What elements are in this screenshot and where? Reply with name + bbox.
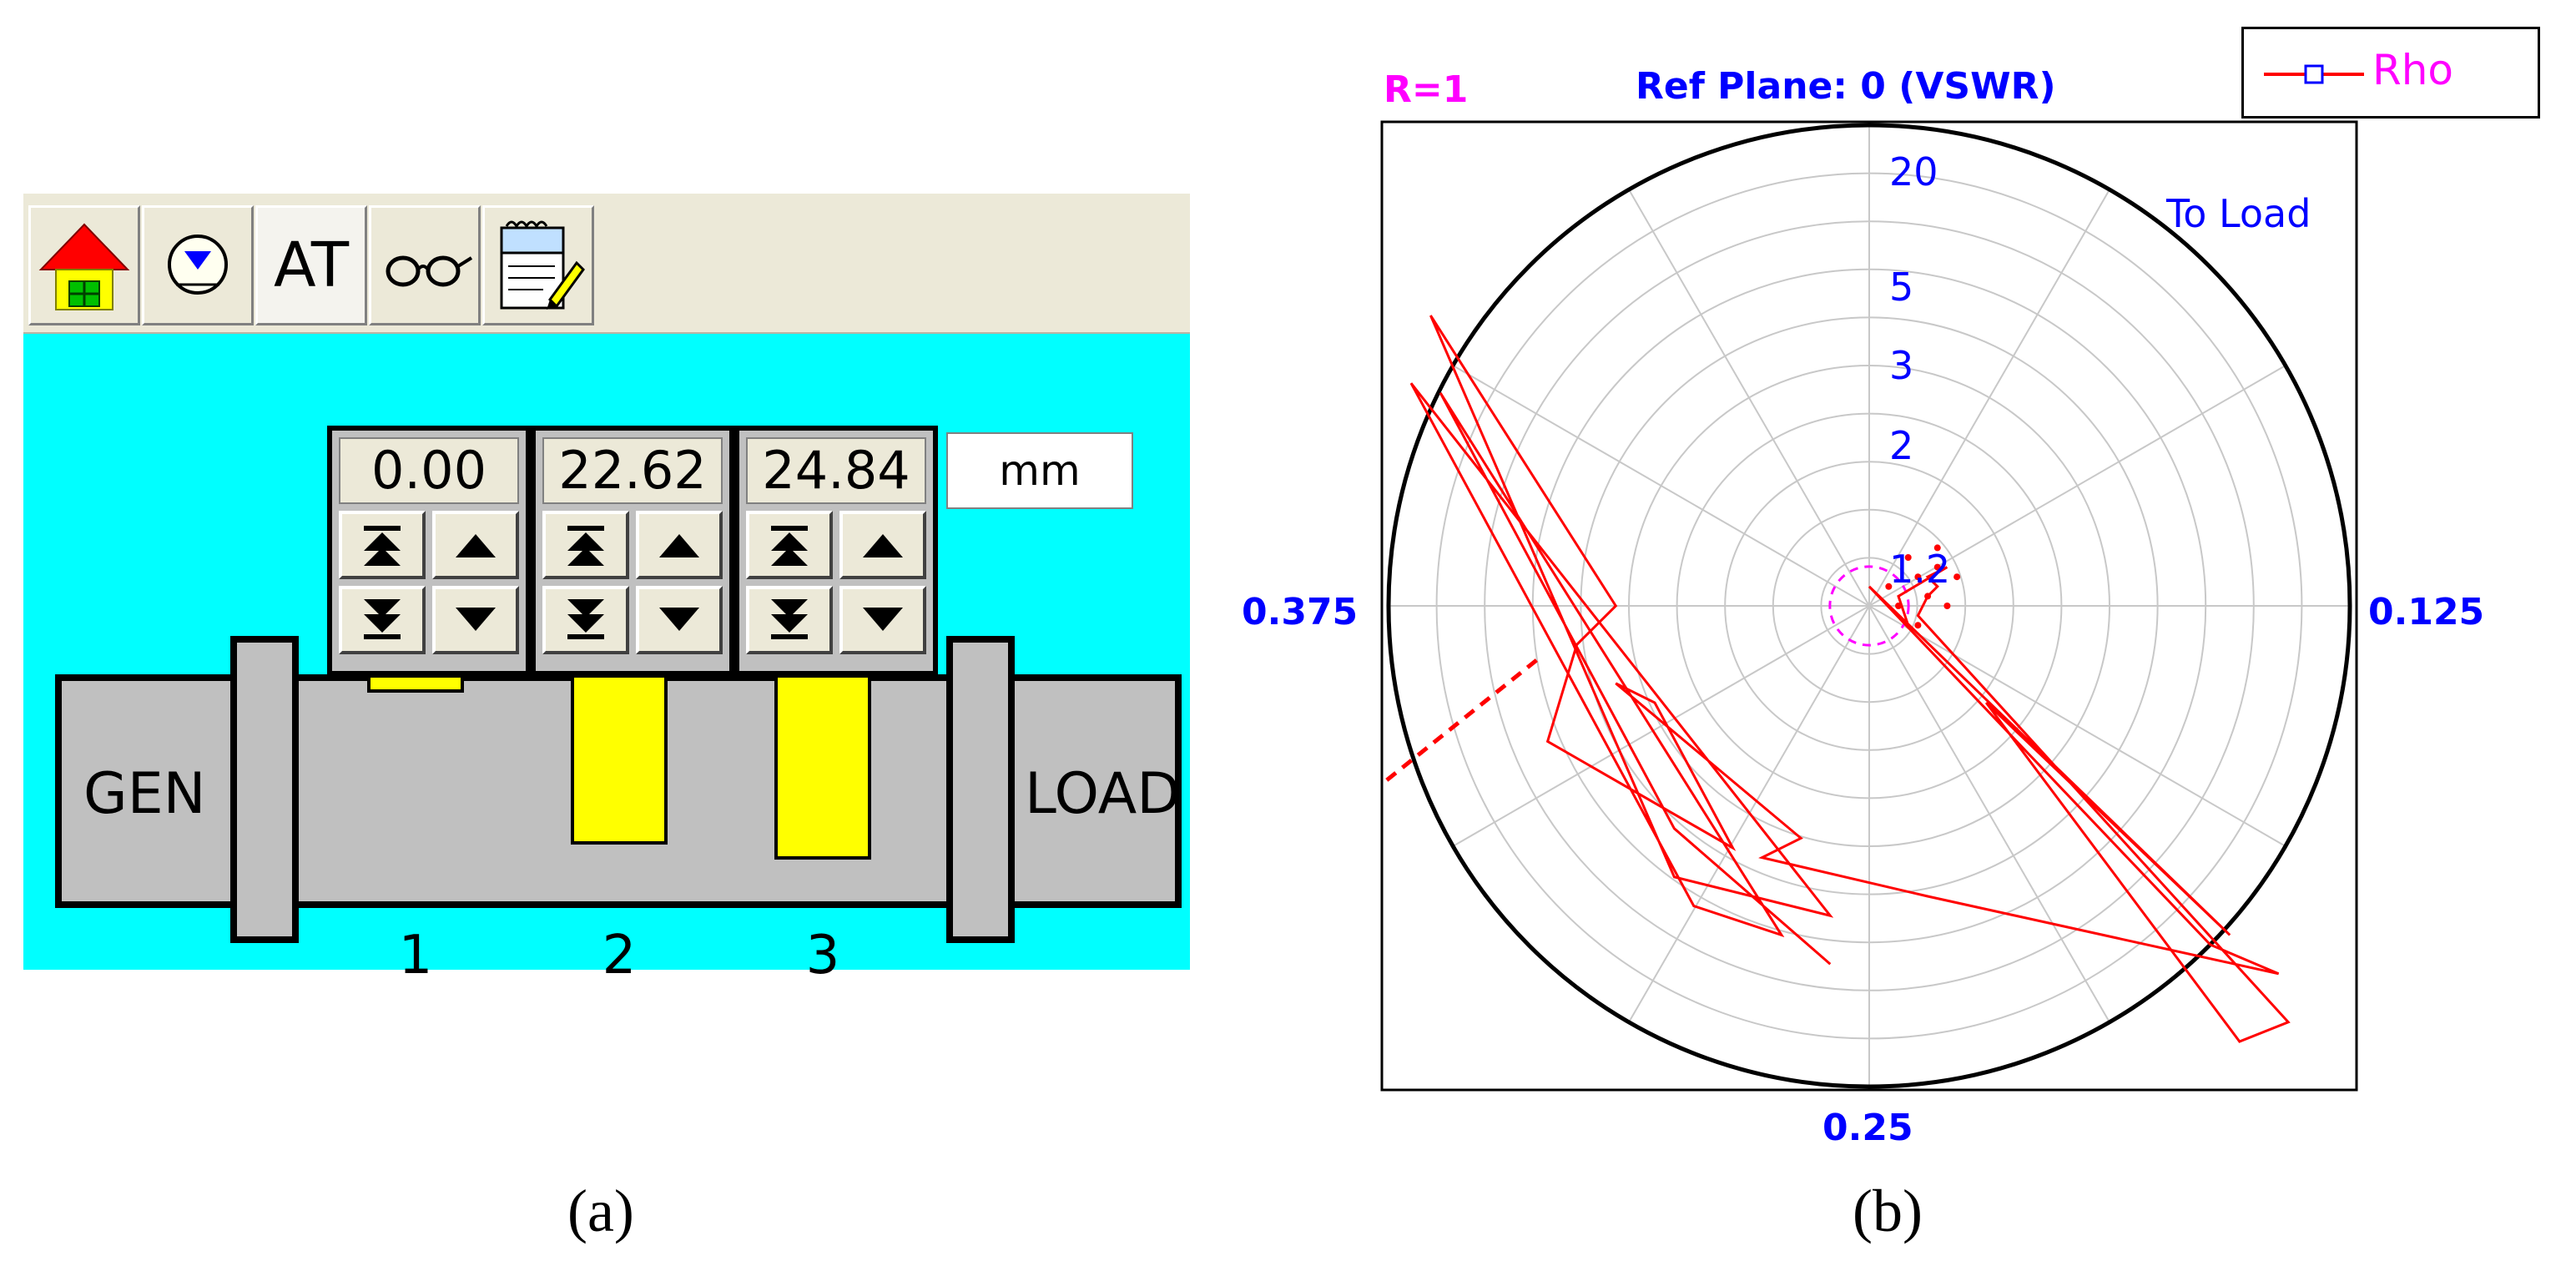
- stub-1-fast-down-button[interactable]: [339, 586, 426, 654]
- stub-2-fast-down-button[interactable]: [542, 586, 629, 654]
- stub-2-number: 2: [602, 925, 637, 986]
- vswr-1-2-marker-circle: [1828, 565, 1910, 647]
- down-arrow-icon: [659, 608, 699, 631]
- stub-1-position: 0.00: [339, 437, 519, 504]
- vswr-label-1-2: 1.2: [1889, 547, 1950, 592]
- rho-point: [1914, 622, 1922, 629]
- stub-2-up-button[interactable]: [636, 511, 723, 579]
- rho-trace: [1385, 315, 2291, 1043]
- double-up-arrow-icon: [364, 526, 401, 566]
- unit-circle: [1386, 123, 2352, 1089]
- rho-point: [1885, 583, 1893, 590]
- glasses-icon: [386, 255, 473, 287]
- up-arrow-icon: [659, 534, 699, 557]
- caption-b: (b): [1853, 1178, 1923, 1244]
- vswr-label-2: 2: [1889, 423, 1913, 468]
- stub-2-control: 22.62: [531, 426, 734, 676]
- home-icon: [38, 223, 130, 310]
- stub-3-fast-up-button[interactable]: [746, 511, 833, 579]
- unit-selector[interactable]: mm: [946, 432, 1133, 509]
- rho-point: [1914, 573, 1922, 581]
- rho-point: [1933, 544, 1941, 552]
- notes-button[interactable]: [482, 205, 594, 325]
- rho-point: [1904, 554, 1912, 561]
- down-arrow-icon: [863, 608, 903, 631]
- rho-trace-dashed: [1385, 657, 1540, 782]
- auto-tune-button[interactable]: AT: [255, 205, 367, 325]
- stub-3-insert[interactable]: [774, 674, 871, 860]
- up-arrow-icon: [863, 534, 903, 557]
- notepad-pencil-icon: [500, 220, 585, 310]
- stub-1-number: 1: [398, 925, 433, 986]
- angle-label-left: 0.375: [1242, 591, 1358, 633]
- stub-1-insert[interactable]: [367, 674, 464, 693]
- download-circle-icon: [168, 235, 228, 295]
- legend-rho-label: Rho: [2372, 46, 2454, 94]
- stub-3-up-button[interactable]: [839, 511, 926, 579]
- caption-a: (a): [567, 1178, 634, 1244]
- rho-point: [1924, 593, 1932, 600]
- stub-1-up-button[interactable]: [432, 511, 519, 579]
- angle-label-bottom: 0.25: [1822, 1107, 1913, 1149]
- rho-trace-line: [1409, 315, 2291, 1043]
- tuner-canvas: GEN LOAD 0.00 22.62: [23, 334, 1190, 986]
- double-down-arrow-icon: [567, 599, 604, 639]
- stub-1-fast-up-button[interactable]: [339, 511, 426, 579]
- legend-rho-marker: [2264, 64, 2364, 84]
- chart-title: Ref Plane: 0 (VSWR): [1636, 65, 2056, 108]
- stub-2-position: 22.62: [542, 437, 723, 504]
- gen-label: GEN: [83, 761, 206, 827]
- chart-legend: Rho: [2241, 27, 2540, 119]
- view-button[interactable]: [369, 205, 481, 325]
- stub-3-down-button[interactable]: [839, 586, 926, 654]
- home-button[interactable]: [28, 205, 140, 325]
- double-up-arrow-icon: [567, 526, 604, 566]
- stub-3-position: 24.84: [746, 437, 926, 504]
- vswr-label-5: 5: [1889, 265, 1913, 310]
- chart-grid: [1389, 125, 2350, 1087]
- double-up-arrow-icon: [771, 526, 808, 566]
- angle-label-right: 0.125: [2368, 591, 2484, 633]
- rho-point: [1953, 573, 1961, 581]
- stub-2-fast-up-button[interactable]: [542, 511, 629, 579]
- stub-1-control: 0.00: [327, 426, 531, 676]
- up-arrow-icon: [456, 534, 496, 557]
- rho-point: [1933, 563, 1941, 571]
- stub-3-number: 3: [805, 925, 840, 986]
- stub-2-insert[interactable]: [571, 674, 668, 845]
- double-down-arrow-icon: [771, 599, 808, 639]
- auto-tune-label: AT: [273, 230, 350, 301]
- rho-point: [1943, 603, 1951, 609]
- stub-2-down-button[interactable]: [636, 586, 723, 654]
- stub-3-fast-down-button[interactable]: [746, 586, 833, 654]
- vswr-label-3: 3: [1889, 343, 1913, 388]
- stub-3-control: 24.84: [734, 426, 938, 676]
- rho-point: [1895, 603, 1903, 609]
- gen-flange: [230, 636, 299, 943]
- load-flange: [946, 636, 1015, 943]
- direction-label: To Load: [2165, 191, 2311, 236]
- toolbar: AT: [23, 194, 1190, 334]
- load-label: LOAD: [1025, 761, 1181, 827]
- download-button[interactable]: [142, 205, 254, 325]
- stub-1-down-button[interactable]: [432, 586, 519, 654]
- down-arrow-icon: [456, 608, 496, 631]
- vswr-label-20: 20: [1889, 149, 1938, 194]
- double-down-arrow-icon: [364, 599, 401, 639]
- r-equals-label: R=1: [1384, 68, 1468, 111]
